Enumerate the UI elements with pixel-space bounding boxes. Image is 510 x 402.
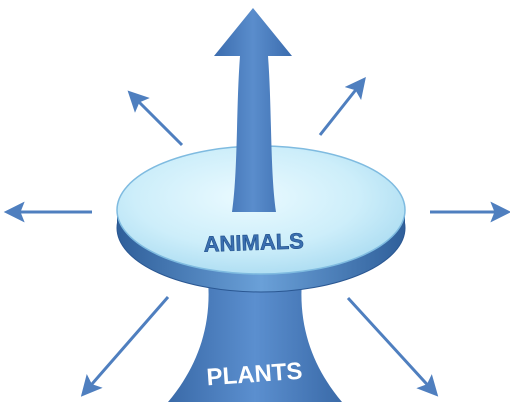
arrow-upper-left <box>132 95 182 145</box>
arrow-upper-right <box>320 82 362 135</box>
animals-label: ANIMALS <box>203 228 304 256</box>
arrow-lower-left <box>85 297 168 392</box>
arrow-lower-right <box>348 298 434 392</box>
